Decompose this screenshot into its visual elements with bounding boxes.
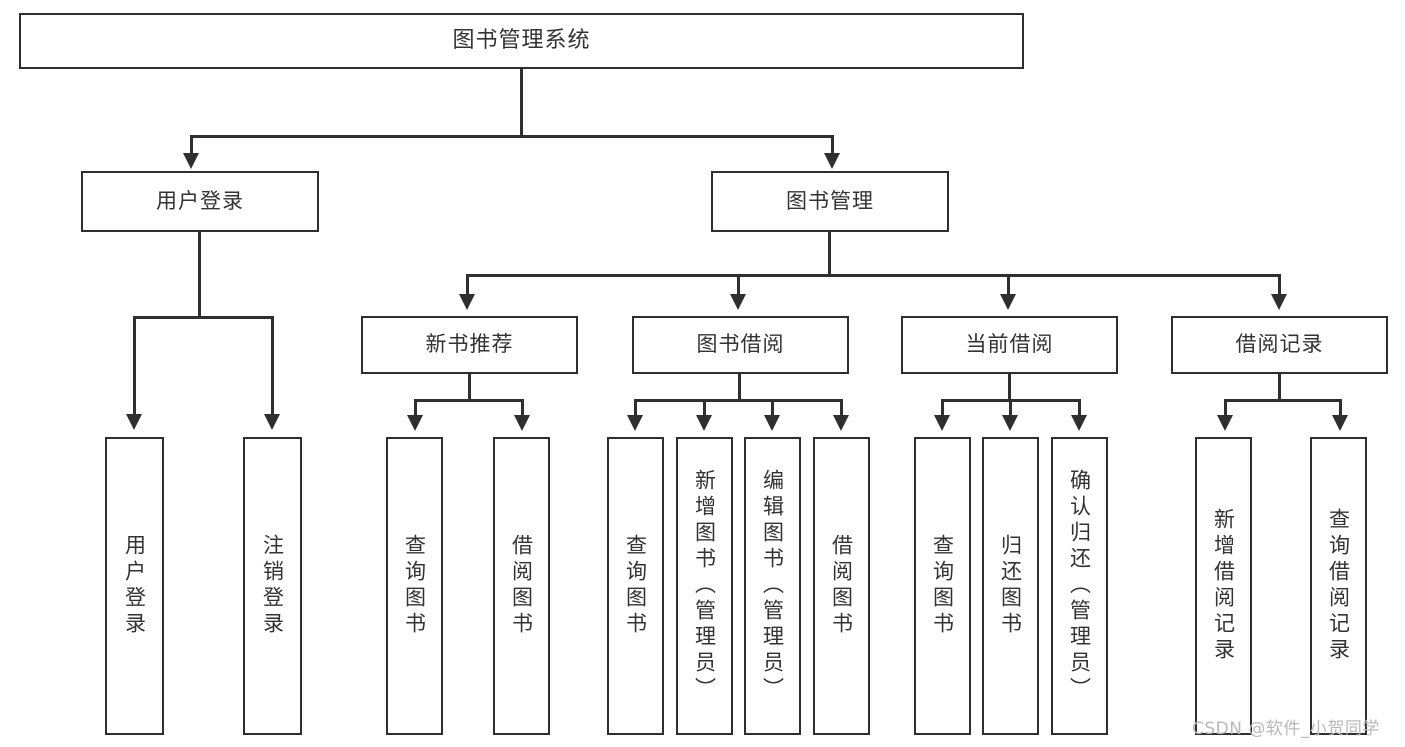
node-root-book-management-system[interactable]: 图书管理系统 — [19, 13, 1024, 69]
edge-borrow-record-split-bar — [1224, 399, 1342, 402]
leaf-label: 注销登录 — [260, 534, 285, 638]
leaf-label: 确认归还（管理员） — [1067, 469, 1092, 703]
edge-root-to-book-management — [831, 135, 834, 157]
arrowhead-borrow-record-leaf-2 — [1332, 415, 1348, 431]
leaf-label: 用户登录 — [122, 534, 147, 638]
leaf-new-book-query-book[interactable]: 查询图书 — [386, 437, 443, 735]
edge-user-login-to-leaf-1 — [133, 316, 136, 418]
node-user-login[interactable]: 用户登录 — [81, 171, 319, 232]
arrowhead-book-borrow-leaf-4 — [833, 415, 849, 431]
leaf-label: 编辑图书（管理员） — [760, 469, 785, 703]
arrowhead-current-borrow-leaf-1 — [934, 415, 950, 431]
arrowhead-borrow-record — [1271, 294, 1287, 310]
leaf-current-borrow-query-book[interactable]: 查询图书 — [914, 437, 971, 735]
leaf-label: 查询图书 — [402, 534, 427, 638]
leaf-book-borrow-edit-book-admin[interactable]: 编辑图书（管理员） — [744, 437, 801, 735]
leaf-borrow-record-query-record[interactable]: 查询借阅记录 — [1310, 437, 1367, 735]
arrowhead-user-login-leaf-1 — [126, 414, 142, 430]
leaf-current-borrow-confirm-return-admin[interactable]: 确认归还（管理员） — [1051, 437, 1108, 735]
arrowhead-current-borrow — [1000, 294, 1016, 310]
edge-book-management-to-borrow-record — [1278, 274, 1281, 298]
node-current-borrow-label: 当前借阅 — [965, 332, 1054, 357]
edge-current-borrow-stem — [1008, 374, 1011, 402]
leaf-book-borrow-add-book-admin[interactable]: 新增图书（管理员） — [676, 437, 733, 735]
leaf-label: 查询图书 — [623, 534, 648, 638]
edge-borrow-record-stem — [1278, 374, 1281, 402]
edge-root-to-user-login — [190, 135, 193, 157]
arrowhead-borrow-record-leaf-1 — [1217, 415, 1233, 431]
arrowhead-current-borrow-leaf-3 — [1071, 415, 1087, 431]
leaf-user-login-logout[interactable]: 注销登录 — [243, 437, 302, 735]
leaf-label: 新增借阅记录 — [1211, 508, 1236, 664]
node-new-book-recommend-label: 新书推荐 — [425, 332, 514, 357]
leaf-label: 借阅图书 — [829, 534, 854, 638]
arrowhead-book-borrow-leaf-3 — [764, 415, 780, 431]
arrowhead-book-borrow — [730, 294, 746, 310]
leaf-label: 查询图书 — [930, 534, 955, 638]
node-user-login-label: 用户登录 — [156, 188, 244, 213]
edge-current-borrow-to-leaf-3 — [1078, 399, 1081, 419]
arrowhead-book-borrow-leaf-1 — [627, 415, 643, 431]
leaf-new-book-borrow-book[interactable]: 借阅图书 — [493, 437, 550, 735]
edge-book-borrow-to-leaf-4 — [840, 399, 843, 419]
node-book-management[interactable]: 图书管理 — [711, 171, 949, 232]
edge-borrow-record-to-leaf-1 — [1224, 399, 1227, 419]
edge-user-login-to-leaf-2 — [271, 316, 274, 418]
node-book-borrow-label: 图书借阅 — [696, 332, 785, 357]
arrowhead-book-borrow-leaf-2 — [696, 415, 712, 431]
leaf-user-login-login[interactable]: 用户登录 — [105, 437, 164, 735]
node-borrow-record[interactable]: 借阅记录 — [1171, 316, 1388, 374]
edge-new-book-to-leaf-1 — [414, 399, 417, 419]
arrowhead-current-borrow-leaf-2 — [1002, 415, 1018, 431]
edge-book-management-stem — [828, 232, 831, 276]
edge-book-management-to-current-borrow — [1007, 274, 1010, 298]
edge-user-login-stem — [198, 232, 201, 318]
leaf-label: 查询借阅记录 — [1326, 508, 1351, 664]
edge-book-borrow-to-leaf-3 — [771, 399, 774, 419]
leaf-borrow-record-add-record[interactable]: 新增借阅记录 — [1195, 437, 1252, 735]
node-new-book-recommend[interactable]: 新书推荐 — [361, 316, 578, 374]
edge-user-login-split-bar — [133, 316, 273, 319]
edge-borrow-record-to-leaf-2 — [1339, 399, 1342, 419]
edge-root-stem — [520, 69, 523, 137]
arrowhead-to-book-management — [824, 153, 840, 169]
edge-book-management-to-book-borrow — [737, 274, 740, 298]
edge-book-borrow-to-leaf-1 — [634, 399, 637, 419]
arrowhead-to-user-login — [183, 153, 199, 169]
node-borrow-record-label: 借阅记录 — [1235, 332, 1324, 357]
edge-current-borrow-to-leaf-1 — [941, 399, 944, 419]
node-book-management-label: 图书管理 — [786, 188, 874, 213]
edge-book-management-to-new-book — [466, 274, 469, 298]
edge-current-borrow-to-leaf-2 — [1009, 399, 1012, 419]
edge-book-borrow-stem — [738, 374, 741, 402]
csdn-watermark: CSDN @软件_小贺同学 — [1192, 719, 1380, 739]
edge-new-book-stem — [468, 374, 471, 402]
node-current-borrow[interactable]: 当前借阅 — [901, 316, 1118, 374]
arrowhead-user-login-leaf-2 — [264, 414, 280, 430]
edge-book-management-split-bar — [466, 274, 1281, 277]
leaf-book-borrow-query-book[interactable]: 查询图书 — [607, 437, 664, 735]
arrowhead-new-book-leaf-1 — [407, 415, 423, 431]
edge-root-split-bar — [190, 135, 834, 138]
leaf-book-borrow-borrow-book[interactable]: 借阅图书 — [813, 437, 870, 735]
edge-book-borrow-to-leaf-2 — [703, 399, 706, 419]
arrowhead-new-book-recommend — [459, 294, 475, 310]
edge-new-book-to-leaf-2 — [521, 399, 524, 419]
leaf-current-borrow-return-book[interactable]: 归还图书 — [982, 437, 1039, 735]
leaf-label: 新增图书（管理员） — [692, 469, 717, 703]
edge-new-book-split-bar — [414, 399, 524, 402]
leaf-label: 归还图书 — [998, 534, 1023, 638]
node-root-label: 图书管理系统 — [452, 27, 591, 53]
edge-book-borrow-split-bar — [634, 399, 842, 402]
node-book-borrow[interactable]: 图书借阅 — [632, 316, 849, 374]
leaf-label: 借阅图书 — [509, 534, 534, 638]
arrowhead-new-book-leaf-2 — [514, 415, 530, 431]
